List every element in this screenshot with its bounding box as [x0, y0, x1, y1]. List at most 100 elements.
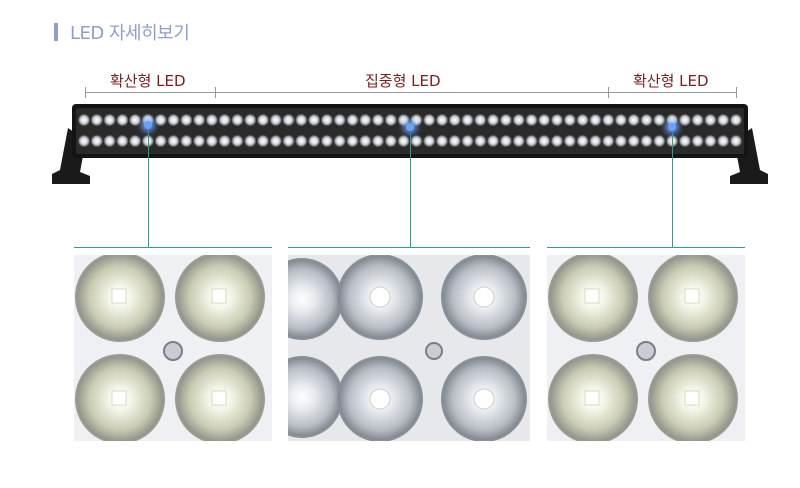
- connector-line-center: [410, 133, 411, 247]
- led-cell: [627, 113, 640, 126]
- led-cell: [346, 113, 359, 126]
- led-cell: [717, 135, 730, 148]
- led-cell: [538, 135, 551, 148]
- led-cell: [256, 135, 269, 148]
- led-cell: [730, 135, 743, 148]
- led-cell: [730, 113, 743, 126]
- diffuse-led-closeup-left: [74, 255, 272, 441]
- connector-line-left: [148, 131, 149, 247]
- led-cell: [218, 113, 231, 126]
- led-cell: [589, 135, 602, 148]
- led-cell: [653, 135, 666, 148]
- led-cell: [410, 135, 423, 148]
- led-cell: [295, 135, 308, 148]
- highlight-dot-center: [406, 123, 414, 131]
- led-cell: [231, 113, 244, 126]
- led-cell: [256, 113, 269, 126]
- led-cell: [448, 113, 461, 126]
- led-cell: [461, 135, 474, 148]
- led-cell: [678, 135, 691, 148]
- led-cell: [180, 135, 193, 148]
- dim-line-left: [85, 92, 215, 93]
- led-cell: [691, 135, 704, 148]
- led-cell: [525, 113, 538, 126]
- led-cell: [448, 135, 461, 148]
- led-cell: [717, 113, 730, 126]
- led-cell: [129, 113, 142, 126]
- led-cell: [154, 135, 167, 148]
- led-cell: [320, 135, 333, 148]
- led-cell: [550, 113, 563, 126]
- led-cell: [193, 135, 206, 148]
- led-cell: [308, 135, 321, 148]
- led-cell: [423, 113, 436, 126]
- led-cell: [103, 135, 116, 148]
- led-cell: [397, 135, 410, 148]
- highlight-dot-right: [668, 123, 676, 131]
- led-cell: [244, 113, 257, 126]
- led-cell: [704, 113, 717, 126]
- led-cell: [308, 113, 321, 126]
- led-cell: [218, 135, 231, 148]
- diffuse-led-closeup-image: [547, 255, 745, 441]
- led-cell: [423, 135, 436, 148]
- highlight-dot-left: [144, 121, 152, 129]
- led-cell: [384, 135, 397, 148]
- led-cell: [180, 113, 193, 126]
- led-cell: [512, 135, 525, 148]
- label-diffuse-left: 확산형 LED: [110, 72, 186, 90]
- led-cell: [129, 135, 142, 148]
- led-cell: [371, 135, 384, 148]
- led-cell: [269, 113, 282, 126]
- led-light-bar-image: [52, 104, 768, 184]
- led-cell: [499, 113, 512, 126]
- led-cell: [167, 113, 180, 126]
- led-cell: [691, 113, 704, 126]
- led-cell: [487, 113, 500, 126]
- connector-line-right: [672, 133, 673, 247]
- led-cell: [244, 135, 257, 148]
- led-cell: [576, 113, 589, 126]
- led-cell: [282, 135, 295, 148]
- led-cell: [141, 135, 154, 148]
- dim-line-right: [608, 92, 736, 93]
- led-light-bar: [50, 100, 770, 190]
- led-cell: [435, 135, 448, 148]
- led-cell: [640, 135, 653, 148]
- label-diffuse-right: 확산형 LED: [633, 72, 709, 90]
- dim-line-center: [215, 92, 608, 93]
- led-cell: [269, 135, 282, 148]
- dim-tick: [736, 87, 737, 98]
- led-cell: [103, 113, 116, 126]
- led-cell: [512, 113, 525, 126]
- led-cell: [589, 113, 602, 126]
- led-cell: [90, 135, 103, 148]
- led-cell: [678, 113, 691, 126]
- spot-led-closeup-image: [288, 255, 530, 441]
- led-cell: [397, 113, 410, 126]
- led-cell: [205, 113, 218, 126]
- led-cell: [167, 135, 180, 148]
- led-cell: [499, 135, 512, 148]
- led-cell: [116, 135, 129, 148]
- led-cell: [627, 135, 640, 148]
- spot-led-closeup: [288, 255, 530, 441]
- led-cell: [563, 113, 576, 126]
- led-cell: [704, 135, 717, 148]
- led-cell: [653, 113, 666, 126]
- panel-line-center: [288, 247, 530, 248]
- led-cell: [231, 135, 244, 148]
- label-spot-center: 집중형 LED: [365, 72, 441, 90]
- led-cell: [614, 113, 627, 126]
- led-cell: [550, 135, 563, 148]
- led-cell: [410, 113, 423, 126]
- title-accent-bar: [54, 23, 58, 41]
- diffuse-led-closeup-right: [547, 255, 745, 441]
- led-cell: [359, 135, 372, 148]
- led-cell: [538, 113, 551, 126]
- led-cell: [116, 113, 129, 126]
- led-cell: [346, 135, 359, 148]
- led-cell: [640, 113, 653, 126]
- led-cell: [474, 135, 487, 148]
- led-cell: [602, 113, 615, 126]
